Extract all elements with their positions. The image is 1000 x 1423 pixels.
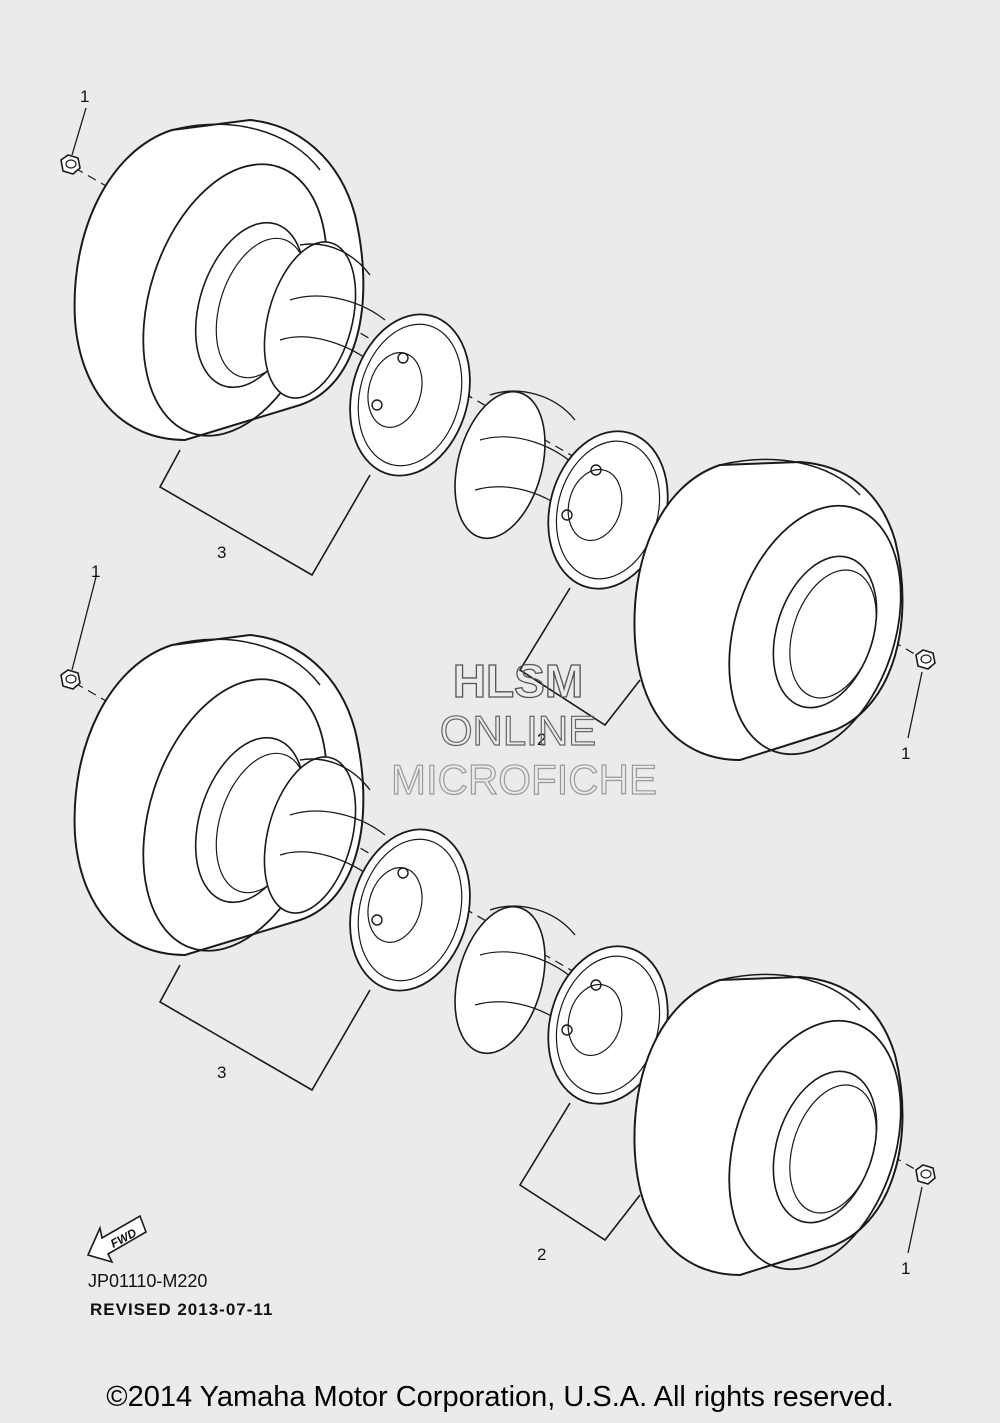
watermark: HLSM ONLINE MICROFICHE (390, 654, 657, 803)
callout-label: 1 (80, 87, 89, 106)
watermark-line-3: MICROFICHE (391, 756, 657, 803)
callout-label: 3 (217, 1063, 226, 1082)
lug-nut (915, 649, 936, 670)
watermark-line-1: HLSM (453, 655, 583, 707)
callout-label: 1 (901, 744, 910, 763)
lug-nut (60, 154, 81, 175)
callout-label: 1 (91, 562, 100, 581)
part-code: JP01110-M220 (88, 1271, 207, 1291)
lug-nut (915, 1164, 936, 1185)
lug-nut (60, 669, 81, 690)
top-assembly: 1 3 2 1 (60, 87, 936, 778)
rear-wheel-assembly (439, 895, 932, 1293)
copyright-notice: ©2014 Yamaha Motor Corporation, U.S.A. A… (106, 1381, 894, 1413)
bottom-assembly: 1 3 2 1 (60, 562, 936, 1293)
callout-label: 2 (537, 730, 546, 749)
callout-label: 2 (537, 1245, 546, 1264)
front-wheel-assembly (73, 634, 489, 1091)
fwd-arrow-icon: FWD (86, 1214, 147, 1264)
callout-label: 1 (901, 1259, 910, 1278)
watermark-line-2: ONLINE (440, 707, 596, 754)
front-wheel-assembly (73, 119, 489, 576)
revised-date: REVISED 2013-07-11 (90, 1300, 273, 1319)
callout-label: 3 (217, 543, 226, 562)
